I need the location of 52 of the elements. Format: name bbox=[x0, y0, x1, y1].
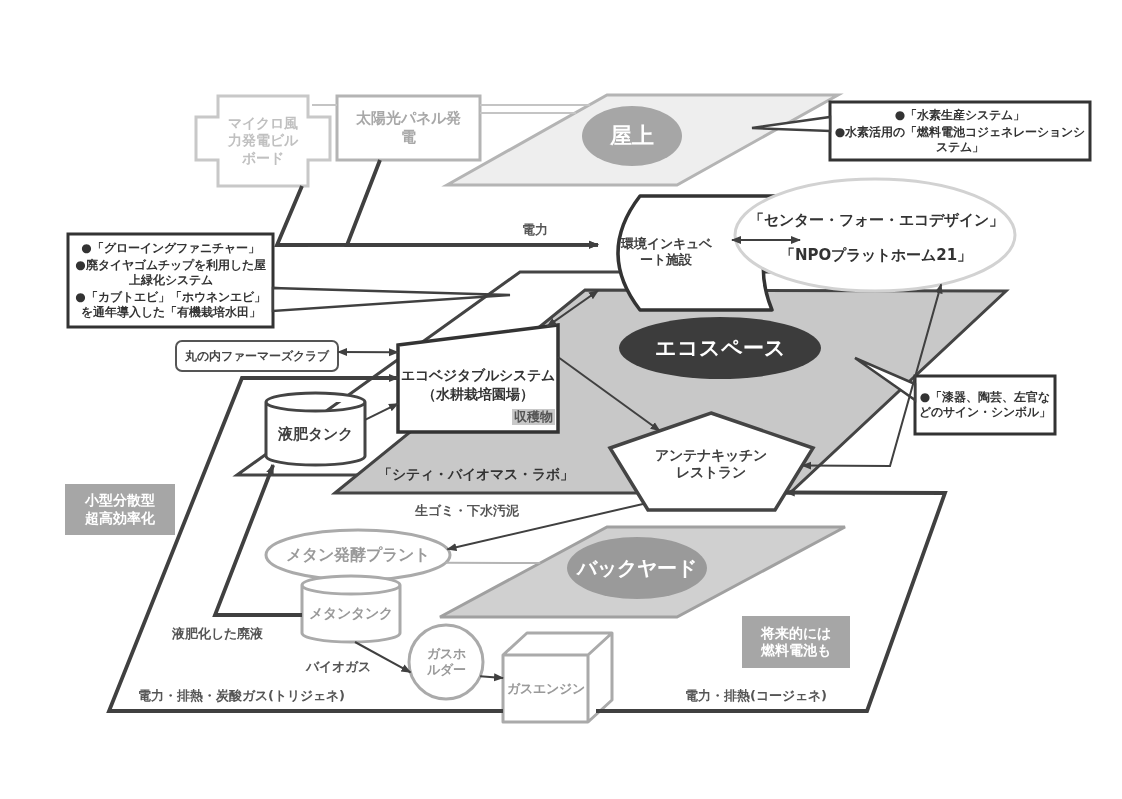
node-label: バックヤード bbox=[577, 555, 697, 581]
arrow bbox=[596, 488, 948, 713]
callout-text: ●「カブトエビ」「ホウネンエビ」を通年導入した「有機栽培水田」 bbox=[74, 290, 267, 320]
callout-pointer bbox=[750, 115, 832, 133]
callout-text: ●「水素生産システム」 bbox=[894, 107, 1026, 123]
arrow bbox=[479, 673, 504, 682]
edge-label: 収穫物 bbox=[512, 409, 555, 425]
edge-label: 電力・排熱・炭酸ガス(トリジェネ) bbox=[136, 688, 347, 704]
callout-text: ●「グローイングファニチャー」 bbox=[81, 241, 260, 256]
edge-label: 液肥化した廃液 bbox=[170, 626, 265, 642]
arrow bbox=[337, 348, 399, 357]
arrow bbox=[354, 641, 412, 674]
connector-line bbox=[479, 104, 591, 114]
callout-text: ●廃タイヤゴムチップを利用した屋上緑化システム bbox=[74, 258, 267, 288]
arrow bbox=[106, 374, 503, 713]
node-label: メタン発酵プラント bbox=[286, 545, 430, 565]
node-label: 環境インキュベート施設 bbox=[619, 235, 713, 269]
node-label: （水耕栽培園場） bbox=[422, 386, 534, 404]
arrow bbox=[731, 236, 801, 244]
node-label: 屋上 bbox=[610, 122, 654, 150]
edge-label: 電力 bbox=[520, 222, 550, 238]
arrow bbox=[446, 502, 646, 552]
node-label: 小型分散型超高効率化 bbox=[84, 492, 156, 527]
area-label: 「シティ・バイオマス・ラボ」 bbox=[378, 466, 574, 483]
connector-line bbox=[444, 561, 542, 564]
connector-line bbox=[311, 104, 338, 106]
node-label: 丸の内ファーマーズクラブ bbox=[185, 348, 329, 364]
node-label: 「NPOプラットホーム21」 bbox=[779, 246, 973, 265]
arrow bbox=[212, 464, 302, 617]
node-label: ガスホルダー bbox=[425, 645, 467, 679]
callout-text: ●「漆器、陶芸、左官などのサイン・シンボル」 bbox=[919, 390, 1051, 420]
arrow bbox=[344, 159, 599, 249]
node-label: メタンタンク bbox=[309, 605, 393, 623]
arrow bbox=[801, 283, 943, 470]
node-label: 「センター・フォー・エコデザイン」 bbox=[748, 211, 1004, 230]
arrow bbox=[557, 356, 661, 432]
node-label: エコスペース bbox=[654, 334, 786, 362]
node-label: エコベジタブルシステム bbox=[401, 366, 555, 384]
callout-text: ●水素活用の「燃料電池コジェネレーションシステム」 bbox=[834, 124, 1086, 155]
callout-pointer bbox=[271, 286, 512, 313]
arrow bbox=[546, 289, 599, 328]
node-label: 将来的には燃料電池も bbox=[760, 624, 832, 660]
node-label: 太陽光パネル発電 bbox=[355, 109, 462, 147]
edge-label: 生ゴミ・下水汚泥 bbox=[413, 503, 521, 519]
node-label: マイクロ風力発電ビルボード bbox=[227, 114, 299, 168]
node-label: アンテナキッチンレストラン bbox=[654, 446, 768, 482]
node-label: 液肥タンク bbox=[278, 424, 353, 444]
edge-label: バイオガス bbox=[304, 659, 373, 675]
arrow bbox=[364, 402, 399, 421]
node-label: ガスエンジン bbox=[507, 680, 585, 698]
edge-label: 電力・排熱(コージェネ) bbox=[683, 688, 829, 704]
callout-pointer bbox=[853, 356, 917, 403]
